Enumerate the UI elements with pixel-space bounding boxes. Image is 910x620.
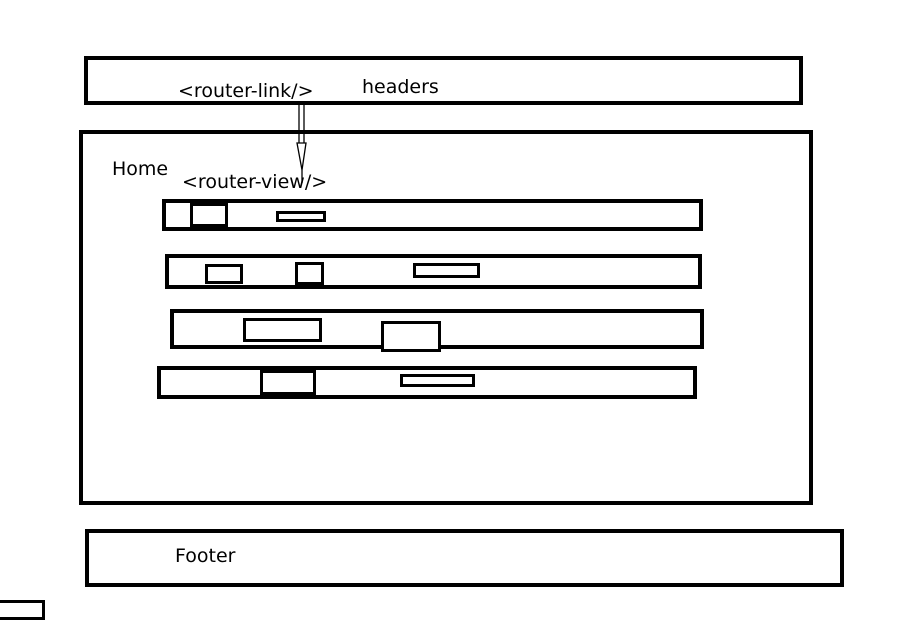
footer-box <box>85 529 844 587</box>
row-3-widget-2 <box>381 321 441 352</box>
router-view-label: <router-view/> <box>182 171 328 193</box>
row-1-widget-1 <box>190 203 228 227</box>
footer-label: Footer <box>175 545 236 567</box>
row-2-widget-3 <box>413 263 480 278</box>
row-4-widget-1 <box>260 370 316 395</box>
row-2-widget-1 <box>205 264 243 284</box>
header-box <box>84 56 803 105</box>
header-label: headers <box>362 76 439 98</box>
row-1-widget-2 <box>276 211 326 222</box>
row-2-widget-2 <box>295 262 324 285</box>
home-label: Home <box>112 158 169 180</box>
row-4-widget-2 <box>400 374 475 387</box>
router-link-label: <router-link/> <box>178 80 314 102</box>
row-3-widget-1 <box>243 318 322 342</box>
row-1 <box>162 199 703 231</box>
